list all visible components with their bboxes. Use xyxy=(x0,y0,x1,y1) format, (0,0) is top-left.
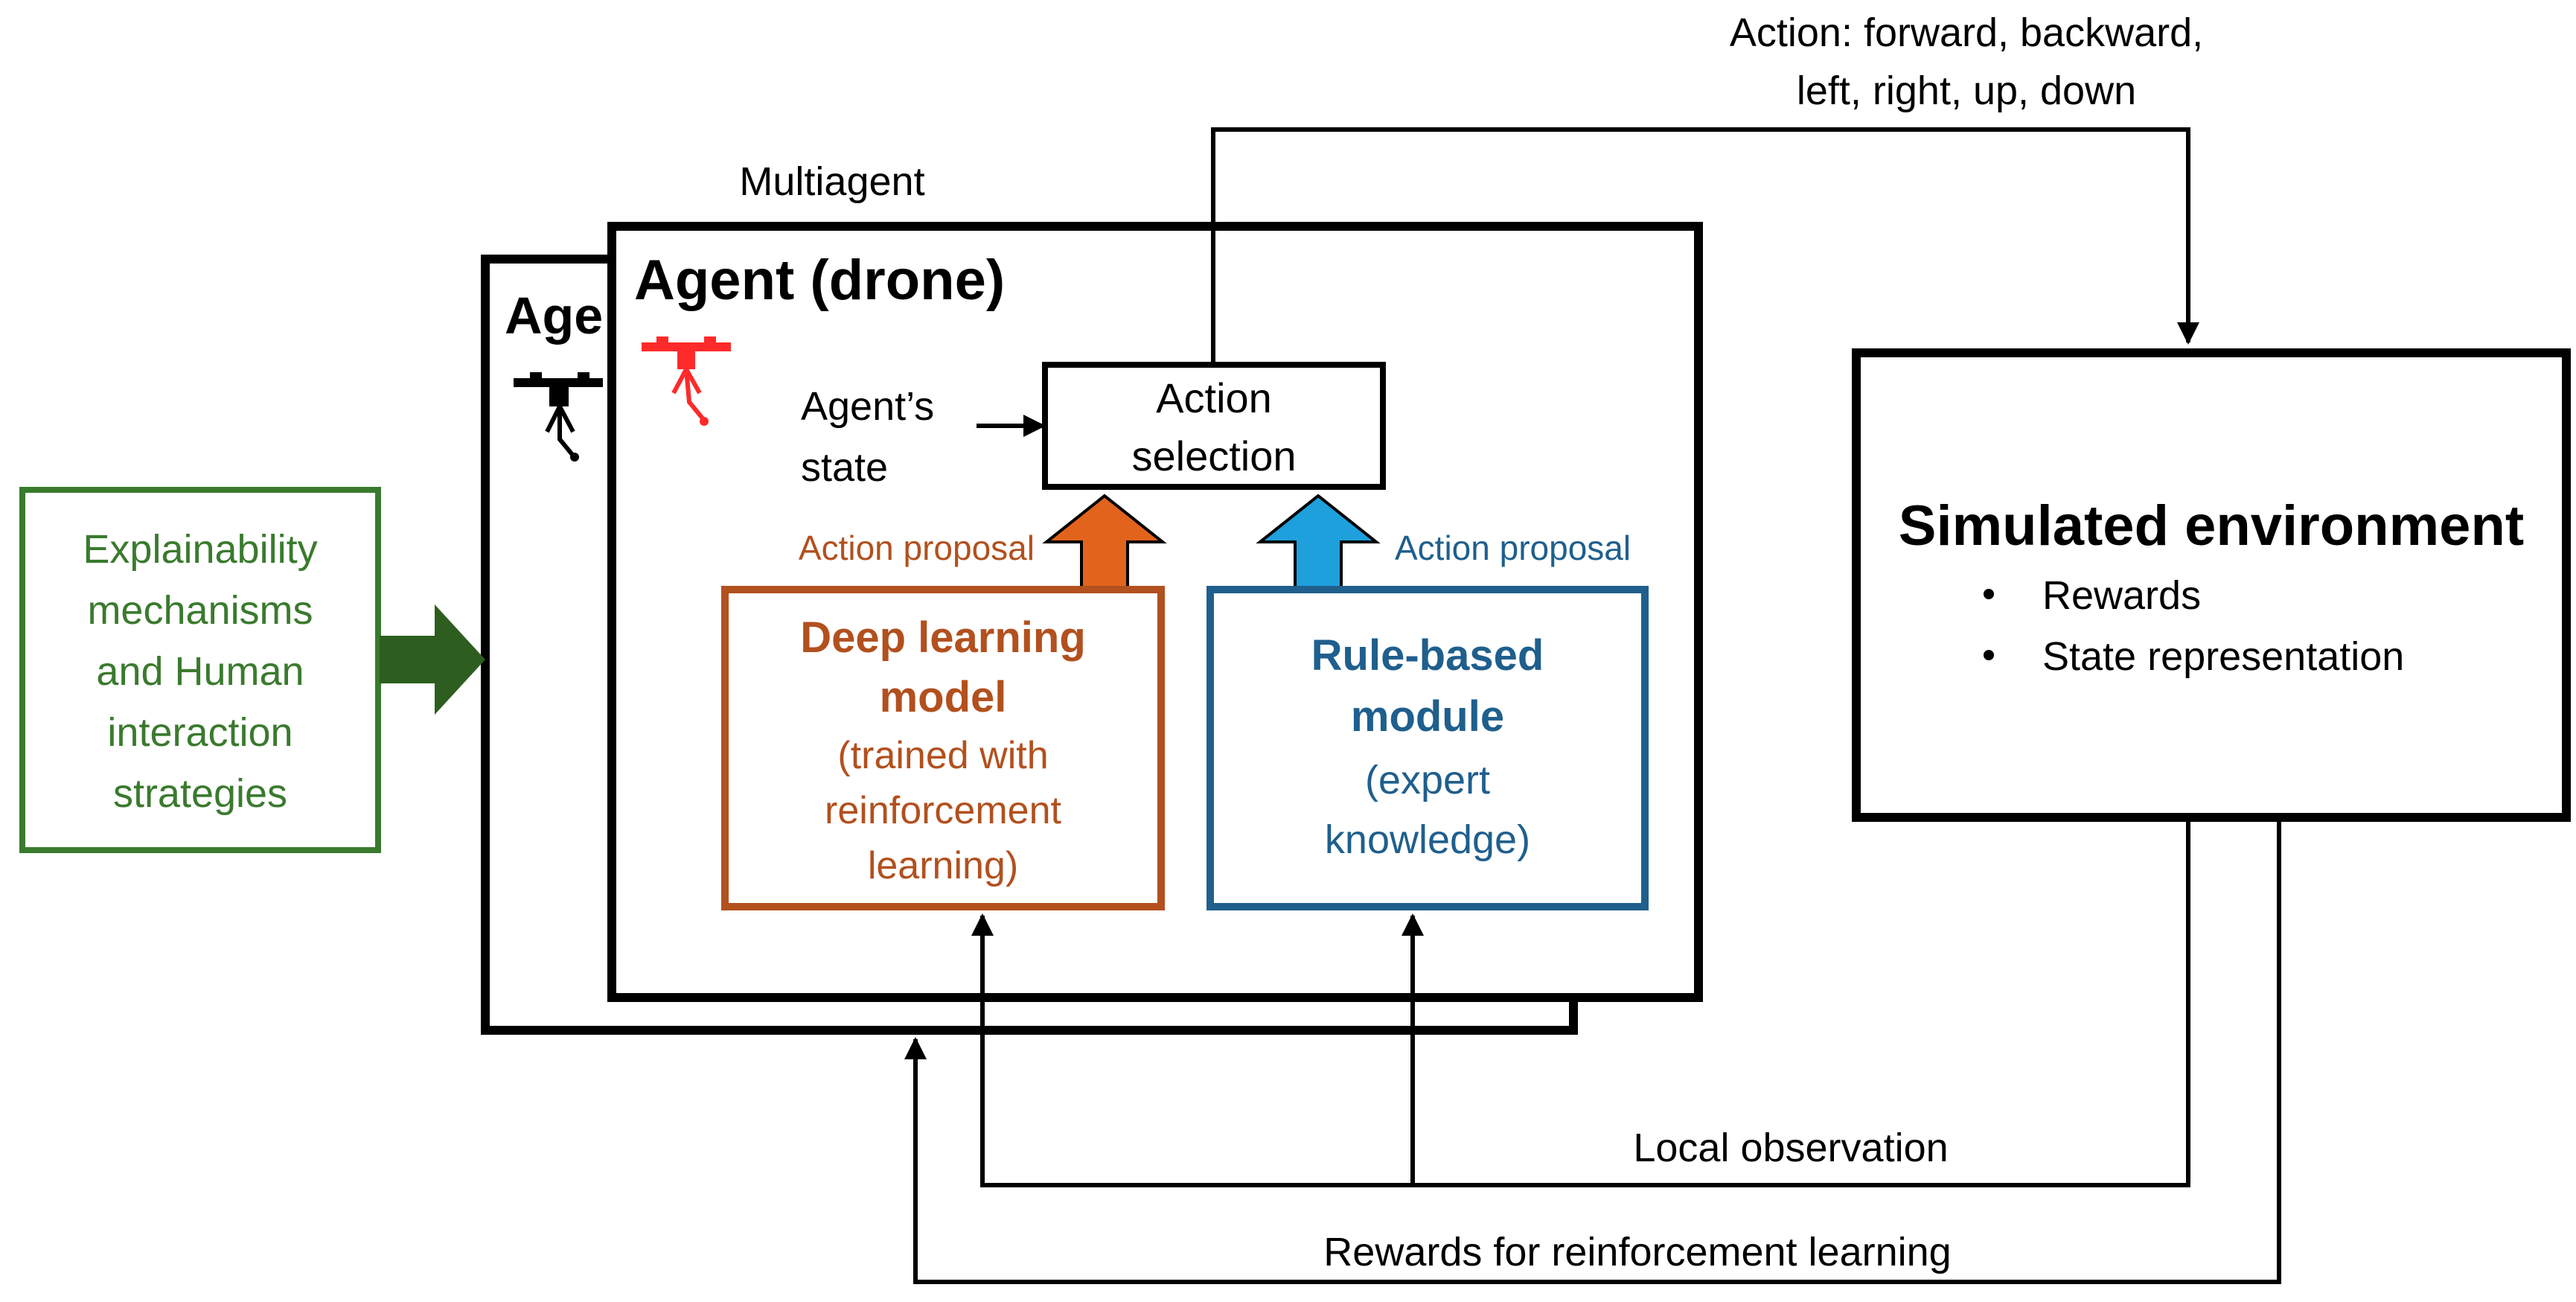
deep-learning-sub-line1: (trained with xyxy=(837,734,1048,777)
rule-based-sub-line1: (expert xyxy=(1365,758,1490,802)
drone-icon xyxy=(642,336,731,426)
orange-up-arrow-icon xyxy=(1042,494,1167,590)
deep-learning-sub-line3: learning) xyxy=(868,844,1018,887)
sim-bullet-rewards: Rewards xyxy=(2042,573,2201,618)
action-proposal-left-label: Action proposal xyxy=(799,529,1035,567)
sim-bullet-state: State representation xyxy=(2042,634,2404,679)
rule-based-title-line1: Rule-based xyxy=(1311,631,1544,680)
deep-learning-model-box xyxy=(721,586,1165,910)
bullet-icon xyxy=(1984,589,1994,599)
deep-learning-sub-line2: reinforcement xyxy=(825,789,1061,832)
local-observation-arrow-deep xyxy=(971,819,2190,1187)
blue-up-arrow-icon xyxy=(1256,494,1381,590)
deep-learning-title-line1: Deep learning xyxy=(800,613,1086,662)
action-selection-label-line2: selection xyxy=(1131,433,1296,479)
simulated-environment-box xyxy=(1852,348,2571,822)
rule-based-module-box xyxy=(1206,586,1649,910)
agent-state-label-line1: Agent’s xyxy=(801,384,934,429)
explainability-box xyxy=(19,487,381,853)
agent-back-title: Age xyxy=(505,287,603,345)
multiagent-label: Multiagent xyxy=(739,159,924,204)
drone-icon xyxy=(514,372,603,462)
explainability-line4: interaction xyxy=(107,710,293,755)
rewards-label: Rewards for reinforcement learning xyxy=(1323,1230,1951,1274)
agent-front-title: Agent (drone) xyxy=(634,249,1005,312)
local-observation-label: Local observation xyxy=(1633,1126,1948,1170)
explainability-line3: and Human xyxy=(96,649,304,694)
rewards-arrow xyxy=(904,819,2281,1284)
action-proposal-right-label: Action proposal xyxy=(1395,529,1631,567)
bullet-icon xyxy=(1984,650,1994,660)
rule-based-title-line2: module xyxy=(1351,692,1504,741)
deep-learning-title-line2: model xyxy=(880,673,1007,721)
action-output-arrow xyxy=(1211,127,2199,365)
explainability-line2: mechanisms xyxy=(87,588,313,633)
action-output-label-line1: Action: forward, backward, xyxy=(1730,10,2203,55)
action-selection-label-line1: Action xyxy=(1156,374,1272,421)
green-right-arrow-icon xyxy=(380,604,485,715)
rule-based-sub-line2: knowledge) xyxy=(1325,817,1530,862)
simulated-environment-title: Simulated environment xyxy=(1899,494,2524,558)
explainability-line5: strategies xyxy=(113,771,287,816)
action-output-label-line2: left, right, up, down xyxy=(1797,68,2136,113)
explainability-line1: Explainability xyxy=(83,527,317,572)
agent-state-label-line2: state xyxy=(801,445,888,490)
